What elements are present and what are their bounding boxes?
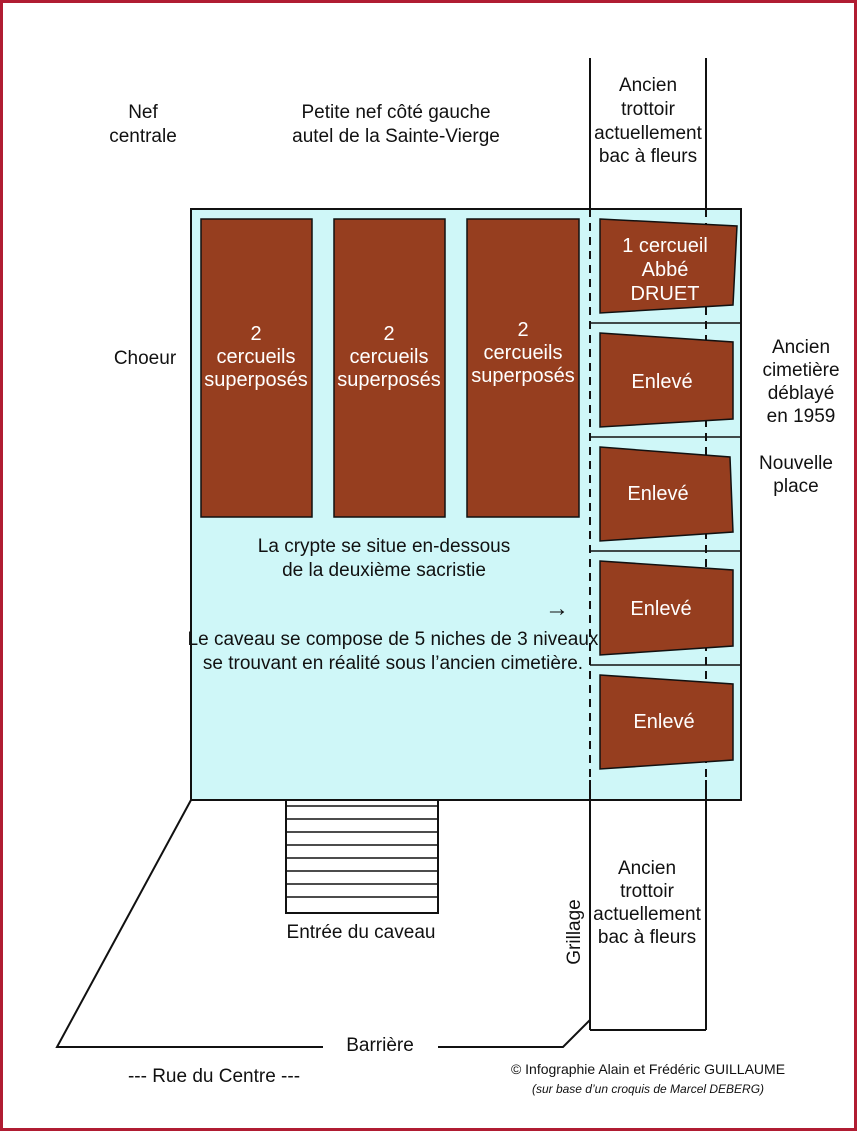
crypt-note-1: La crypte se situe en-dessous bbox=[258, 536, 510, 557]
niche-3: Enlevé bbox=[599, 446, 734, 542]
label-barriere: Barrière bbox=[346, 1035, 414, 1056]
niche-4-label: Enlevé bbox=[630, 598, 691, 620]
label-trottoir-top-3: actuellement bbox=[594, 123, 702, 144]
label-ancien-cimetiere-3: déblayé bbox=[768, 383, 835, 404]
coffin-2-line-3: superposés bbox=[337, 369, 440, 391]
label-trottoir-top-4: bac à fleurs bbox=[599, 146, 697, 167]
coffin-1: 2 cercueils superposés bbox=[200, 218, 313, 518]
label-rue-du-centre: --- Rue du Centre --- bbox=[128, 1066, 300, 1087]
coffin-1-line-1: 2 bbox=[250, 323, 261, 345]
caveau-note-1: Le caveau se compose de 5 niches de 3 ni… bbox=[188, 629, 599, 650]
niche-1: 1 cercueil Abbé DRUET bbox=[599, 218, 738, 314]
coffin-3-line-1: 2 bbox=[517, 319, 528, 341]
crypt-note-2: de la deuxième sacristie bbox=[282, 560, 486, 581]
niche-4: Enlevé bbox=[599, 560, 734, 656]
credit-line: © Infographie Alain et Frédéric GUILLAUM… bbox=[511, 1061, 785, 1077]
label-ancien-cimetiere-2: cimetière bbox=[762, 360, 839, 381]
credit-subline: (sur base d’un croquis de Marcel DEBERG) bbox=[532, 1082, 764, 1096]
label-choeur: Choeur bbox=[114, 348, 177, 369]
label-nef-centrale-2: centrale bbox=[109, 126, 177, 147]
niche-3-label: Enlevé bbox=[627, 483, 688, 505]
label-ancien-cimetiere-1: Ancien bbox=[772, 337, 830, 358]
coffin-1-line-2: cercueils bbox=[217, 346, 296, 368]
niche-2-label: Enlevé bbox=[631, 371, 692, 393]
niche-1-line-3: DRUET bbox=[631, 283, 700, 305]
barrier-outline bbox=[55, 799, 323, 1048]
label-trottoir-bottom-4: bac à fleurs bbox=[598, 927, 696, 948]
niche-1-line-2: Abbé bbox=[642, 259, 689, 281]
coffin-3-line-2: cercueils bbox=[484, 342, 563, 364]
label-ancien-cimetiere-4: en 1959 bbox=[767, 406, 836, 427]
grillage-line bbox=[438, 800, 591, 1048]
niche-5-label: Enlevé bbox=[633, 711, 694, 733]
label-nouvelle-place-2: place bbox=[773, 476, 818, 497]
label-petite-nef-2: autel de la Sainte-Vierge bbox=[292, 126, 500, 147]
arrow-right-icon: → bbox=[545, 595, 569, 622]
entrance-outline bbox=[191, 799, 590, 914]
label-nouvelle-place-1: Nouvelle bbox=[759, 453, 833, 474]
label-petite-nef-1: Petite nef côté gauche bbox=[301, 102, 490, 123]
label-nef-centrale-1: Nef bbox=[128, 102, 158, 123]
niche-2: Enlevé bbox=[599, 332, 734, 428]
coffin-3: 2 cercueils superposés bbox=[466, 218, 580, 518]
label-trottoir-bottom-2: trottoir bbox=[620, 881, 675, 902]
label-grillage: Grillage bbox=[564, 899, 585, 964]
coffin-3-line-3: superposés bbox=[471, 365, 574, 387]
coffin-2-line-2: cercueils bbox=[350, 346, 429, 368]
label-trottoir-bottom-3: actuellement bbox=[593, 904, 701, 925]
coffin-1-line-3: superposés bbox=[204, 369, 307, 391]
coffin-2: 2 cercueils superposés bbox=[333, 218, 446, 518]
staircase bbox=[286, 805, 438, 898]
niche-5: Enlevé bbox=[599, 674, 734, 770]
caveau-note-2: se trouvant en réalité sous l’ancien cim… bbox=[203, 653, 583, 674]
niche-1-line-1: 1 cercueil bbox=[622, 235, 708, 257]
label-trottoir-top-1: Ancien bbox=[619, 75, 677, 96]
label-trottoir-top-2: trottoir bbox=[621, 99, 676, 120]
label-entree-caveau: Entrée du caveau bbox=[287, 922, 436, 943]
label-trottoir-bottom-1: Ancien bbox=[618, 858, 676, 879]
coffin-2-line-1: 2 bbox=[383, 323, 394, 345]
